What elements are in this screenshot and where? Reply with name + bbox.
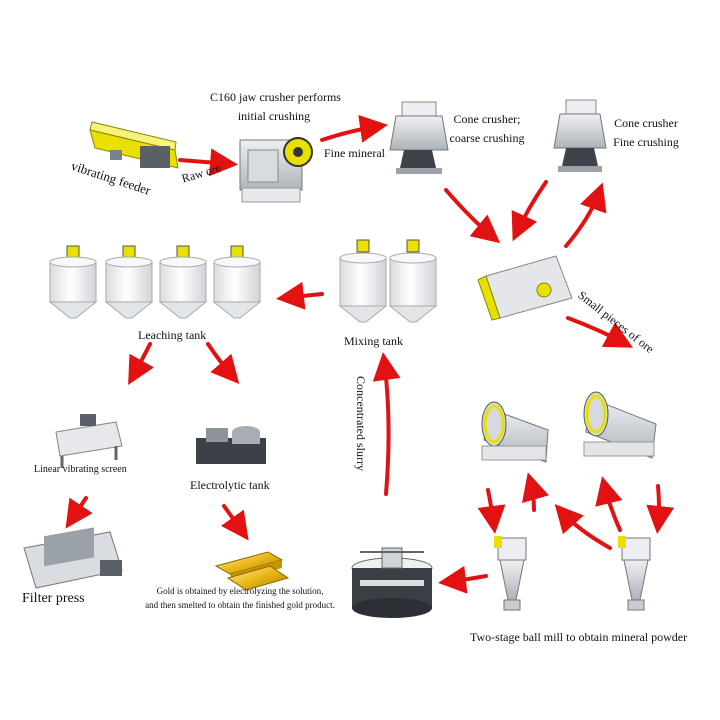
hydrocyclone-1	[494, 536, 526, 610]
jaw-crusher-label-line1: C160 jaw crusher performs	[210, 90, 338, 105]
vibrating-screen-machine	[478, 256, 572, 320]
arrow-leaching-to-electrolytic	[208, 344, 234, 378]
gold-product-label-line2: and then smelted to obtain the finished …	[142, 600, 338, 611]
cone-crusher-fine-machine	[554, 100, 606, 172]
arrow-cone-to-screen	[446, 190, 494, 238]
arrow-electrolytic-to-gold	[224, 506, 244, 534]
arrow-thickener-to-mixing	[384, 360, 389, 494]
gold-bars	[216, 552, 288, 590]
concentrated-slurry-label: Concentrated slurry	[353, 376, 368, 471]
jaw-crusher-machine	[240, 138, 312, 202]
arrow-mill1-to-cyclone	[488, 490, 494, 526]
ball-mill-1	[482, 402, 548, 462]
ball-mill-label: Two-stage ball mill to obtain mineral po…	[470, 630, 687, 645]
vibrating-feeder-machine	[90, 122, 178, 168]
leaching-tanks	[50, 246, 260, 318]
cone-crusher-coarse-machine	[390, 102, 448, 174]
cone-fine-label: Cone crusher Fine crushing	[604, 116, 688, 150]
filter-press-label: Filter press	[22, 590, 85, 608]
thickener-tank	[352, 548, 432, 618]
cone-fine-label-line1: Cone crusher	[604, 116, 688, 131]
arrow-feeder-to-jaw	[180, 160, 230, 164]
electrolytic-tank-machine	[196, 426, 266, 464]
fine-mineral-label: Fine mineral	[324, 146, 385, 161]
leaching-tank-label: Leaching tank	[138, 328, 206, 343]
mixing-tank-label: Mixing tank	[344, 334, 403, 349]
jaw-crusher-label-line2: initial crushing	[210, 109, 338, 124]
cone-coarse-label-line2: coarse crushing	[442, 131, 532, 146]
arrow-screen-to-finecone	[566, 190, 600, 246]
gold-product-label: Gold is obtained by electrolyzing the so…	[142, 586, 338, 612]
linear-vibrating-screen-label: Linear vibrating screen	[34, 464, 127, 477]
arrow-cyclone-to-mill1-up	[530, 480, 534, 510]
arrow-mill2-down	[658, 486, 659, 526]
arrow-cyclone-to-thickener	[446, 576, 486, 582]
arrow-leaching-to-screen	[132, 344, 150, 378]
jaw-crusher-label: C160 jaw crusher performs initial crushi…	[210, 90, 338, 124]
arrow-mill2-to-cyclone	[604, 484, 620, 530]
arrow-finecone-to-screen	[516, 182, 546, 234]
mixing-tanks	[340, 240, 436, 322]
arrow-screen-to-filter	[70, 498, 86, 522]
filter-press-machine	[24, 527, 122, 588]
electrolytic-tank-label: Electrolytic tank	[190, 478, 270, 493]
linear-vibrating-screen-machine	[56, 414, 122, 468]
hydrocyclone-2	[618, 536, 650, 610]
cone-coarse-label-line1: Cone crusher;	[442, 112, 532, 127]
arrow-jaw-to-cone	[322, 126, 380, 140]
cone-fine-label-line2: Fine crushing	[604, 135, 688, 150]
arrow-cyclone2-to-mill1	[560, 510, 610, 548]
gold-product-label-line1: Gold is obtained by electrolyzing the so…	[142, 586, 338, 597]
cone-coarse-label: Cone crusher; coarse crushing	[442, 112, 532, 146]
ball-mill-2	[584, 392, 656, 458]
arrow-mixing-to-leaching	[284, 294, 322, 298]
flow-arrows	[70, 126, 659, 582]
